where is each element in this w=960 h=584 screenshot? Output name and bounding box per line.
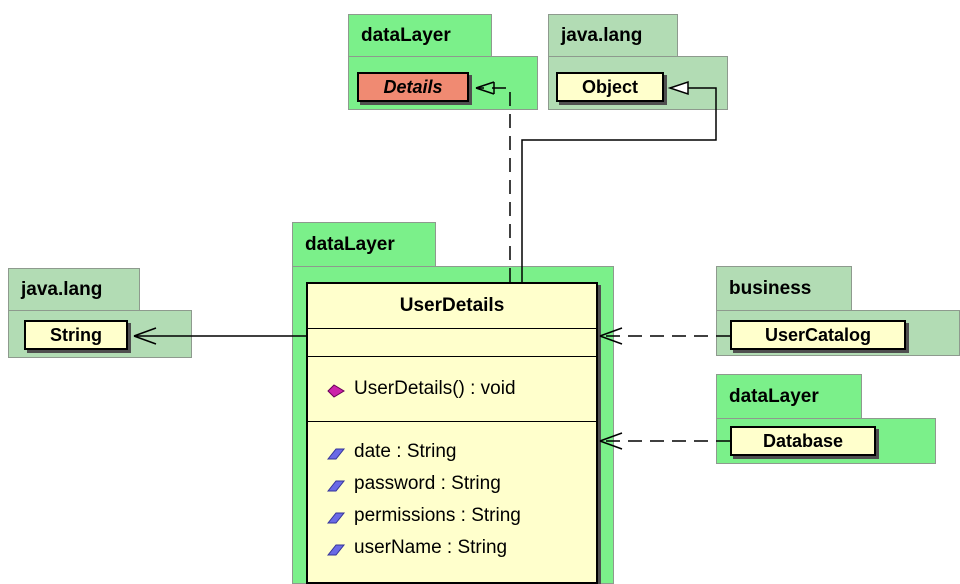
attributes-compartment: date : String password : String permissi… xyxy=(308,422,596,564)
package-name: java.lang xyxy=(561,24,643,46)
package-name: business xyxy=(729,277,812,299)
package-tab-datalayer-top: dataLayer xyxy=(348,14,492,56)
class-string-label: String xyxy=(50,324,102,345)
package-name: dataLayer xyxy=(729,385,819,407)
class-details-label: Details xyxy=(383,76,443,97)
attribute-icon xyxy=(326,445,346,460)
class-object-label: Object xyxy=(581,76,638,97)
empty-compartment xyxy=(308,329,596,357)
package-tab-business: business xyxy=(716,266,852,310)
package-tab-java-lang-left: java.lang xyxy=(8,268,140,310)
attribute-row: password : String xyxy=(326,468,596,500)
package-name: dataLayer xyxy=(361,24,451,46)
attribute-icon xyxy=(326,509,346,524)
attribute-row: permissions : String xyxy=(326,500,596,532)
class-database[interactable]: Database xyxy=(730,426,876,456)
package-tab-java-lang-top: java.lang xyxy=(548,14,678,56)
package-name: java.lang xyxy=(21,278,103,300)
generalization-object xyxy=(521,80,717,282)
class-details[interactable]: Details xyxy=(357,72,469,102)
class-userdetails[interactable]: UserDetails UserDetails() : void date : … xyxy=(306,282,598,584)
dependency-usercatalog xyxy=(599,327,730,345)
class-usercatalog-label: UserCatalog xyxy=(764,324,872,345)
operation-label: UserDetails() : void xyxy=(354,378,516,399)
class-database-label: Database xyxy=(762,430,844,451)
class-string[interactable]: String xyxy=(24,320,128,350)
class-name: UserDetails xyxy=(308,284,596,329)
package-tab-datalayer-right: dataLayer xyxy=(716,374,862,418)
attribute-label: userName : String xyxy=(354,537,508,558)
dependency-database xyxy=(599,432,730,450)
class-object[interactable]: Object xyxy=(556,72,664,102)
attribute-row: date : String xyxy=(326,436,596,468)
association-string xyxy=(133,327,306,345)
package-tab-datalayer-center: dataLayer xyxy=(292,222,436,266)
package-name: dataLayer xyxy=(305,233,395,255)
operation-icon xyxy=(326,382,346,398)
operations-compartment: UserDetails() : void xyxy=(308,357,596,422)
attribute-icon xyxy=(326,541,346,556)
attribute-label: password : String xyxy=(354,473,501,494)
realization-details xyxy=(475,81,511,282)
attribute-icon xyxy=(326,477,346,492)
class-usercatalog[interactable]: UserCatalog xyxy=(730,320,906,350)
attribute-label: date : String xyxy=(354,441,457,462)
attribute-label: permissions : String xyxy=(354,505,521,526)
attribute-row: userName : String xyxy=(326,532,596,564)
